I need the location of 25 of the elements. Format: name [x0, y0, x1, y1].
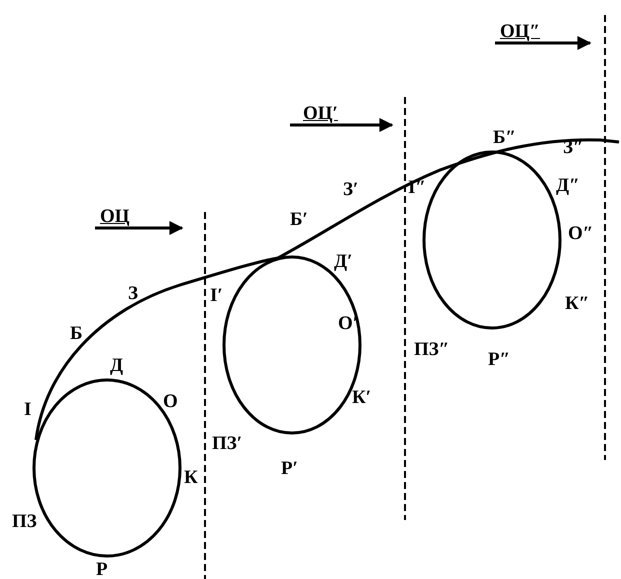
stage-label: К [184, 468, 198, 487]
cycle-label: ОЦ′ [303, 104, 338, 123]
stage-label: К′ [352, 388, 372, 407]
cycle-label: ОЦ [100, 207, 130, 226]
stage-label: Б [70, 324, 83, 343]
stage-label: Б″ [493, 128, 516, 147]
stage-label: Р [96, 560, 108, 579]
stage-label: З′ [343, 180, 358, 199]
stage-label: О [163, 392, 178, 411]
stage-label: Б′ [290, 210, 308, 229]
stage-label: О′ [338, 314, 358, 333]
stage-label: Д [110, 356, 124, 375]
stage-label: Р″ [488, 350, 510, 369]
stage-label: ПЗ″ [414, 340, 450, 359]
stage-label: І′ [210, 286, 223, 305]
stage-label: З [128, 284, 138, 303]
stage-label: Р′ [281, 459, 298, 478]
stage-label: О″ [568, 224, 594, 243]
stage-label: Д″ [556, 176, 580, 195]
stage-label: ПЗ [12, 512, 37, 531]
cycle-label: ОЦ″ [500, 22, 540, 41]
stage-label: І [24, 400, 32, 419]
stage-label: ПЗ′ [212, 434, 242, 453]
stage-label: Д′ [334, 252, 352, 271]
stage-label: К″ [565, 294, 590, 313]
